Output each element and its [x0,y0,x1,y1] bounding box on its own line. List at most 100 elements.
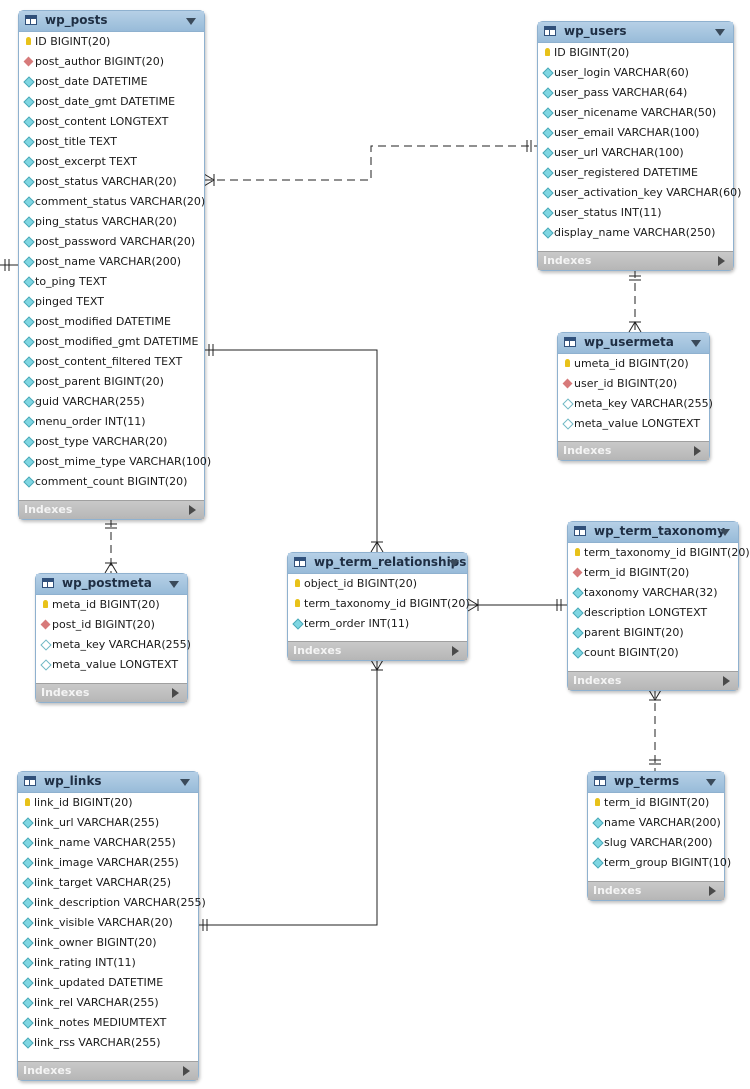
column-row[interactable]: link_notes MEDIUMTEXT [18,1013,198,1033]
column-row[interactable]: ping_status VARCHAR(20) [19,212,204,232]
collapse-arrow-icon[interactable] [691,340,701,347]
column-row[interactable]: meta_value LONGTEXT [36,655,187,675]
column-row[interactable]: parent BIGINT(20) [568,623,738,643]
table-header[interactable]: wp_terms [588,772,724,793]
column-row[interactable]: link_updated DATETIME [18,973,198,993]
column-row[interactable]: term_group BIGINT(10) [588,853,731,873]
column-row[interactable]: taxonomy VARCHAR(32) [568,583,738,603]
expand-arrow-icon[interactable] [172,688,179,698]
indexes-section[interactable]: Indexes [18,1061,198,1080]
column-row[interactable]: pinged TEXT [19,292,204,312]
column-row[interactable]: link_visible VARCHAR(20) [18,913,198,933]
column-row[interactable]: slug VARCHAR(200) [588,833,724,853]
table-header[interactable]: wp_term_relationships [288,553,467,574]
column-row[interactable]: post_type VARCHAR(20) [19,432,204,452]
column-row[interactable]: term_id BIGINT(20) [588,793,724,813]
column-row[interactable]: user_pass VARCHAR(64) [538,83,733,103]
expand-arrow-icon[interactable] [709,886,716,896]
table-header[interactable]: wp_usermeta [558,333,709,354]
expand-arrow-icon[interactable] [723,676,730,686]
expand-arrow-icon[interactable] [694,446,701,456]
collapse-arrow-icon[interactable] [186,18,196,25]
indexes-section[interactable]: Indexes [558,441,709,460]
column-row[interactable]: user_registered DATETIME [538,163,733,183]
column-row[interactable]: term_taxonomy_id BIGINT(20) [568,543,750,563]
column-row[interactable]: user_login VARCHAR(60) [538,63,733,83]
column-row[interactable]: post_modified DATETIME [19,312,204,332]
indexes-section[interactable]: Indexes [588,881,724,900]
table-wp-posts[interactable]: wp_posts ID BIGINT(20)post_author BIGINT… [18,10,211,520]
column-row[interactable]: term_taxonomy_id BIGINT(20) [288,594,470,614]
column-row[interactable]: ID BIGINT(20) [538,43,733,63]
expand-arrow-icon[interactable] [189,505,196,515]
indexes-section[interactable]: Indexes [568,671,738,690]
column-row[interactable]: umeta_id BIGINT(20) [558,354,709,374]
expand-arrow-icon[interactable] [718,256,725,266]
column-row[interactable]: post_mime_type VARCHAR(100) [19,452,211,472]
table-wp-term-taxonomy[interactable]: wp_term_taxonomy term_taxonomy_id BIGINT… [567,521,750,691]
column-row[interactable]: user_activation_key VARCHAR(60) [538,183,741,203]
column-row[interactable]: user_email VARCHAR(100) [538,123,733,143]
column-row[interactable]: post_id BIGINT(20) [36,615,187,635]
column-row[interactable]: link_rel VARCHAR(255) [18,993,198,1013]
column-row[interactable]: link_rss VARCHAR(255) [18,1033,198,1053]
indexes-section[interactable]: Indexes [288,641,467,660]
column-row[interactable]: link_image VARCHAR(255) [18,853,198,873]
column-row[interactable]: post_date_gmt DATETIME [19,92,204,112]
column-row[interactable]: link_name VARCHAR(255) [18,833,198,853]
table-wp-links[interactable]: wp_links link_id BIGINT(20)link_url VARC… [17,771,206,1081]
collapse-arrow-icon[interactable] [715,29,725,36]
column-row[interactable]: link_owner BIGINT(20) [18,933,198,953]
expand-arrow-icon[interactable] [452,646,459,656]
column-row[interactable]: comment_status VARCHAR(20) [19,192,205,212]
table-header[interactable]: wp_term_taxonomy [568,522,738,543]
table-header[interactable]: wp_links [18,772,198,793]
column-row[interactable]: meta_key VARCHAR(255) [36,635,191,655]
indexes-section[interactable]: Indexes [19,500,204,519]
column-row[interactable]: post_author BIGINT(20) [19,52,204,72]
column-row[interactable]: to_ping TEXT [19,272,204,292]
table-wp-term-relationships[interactable]: wp_term_relationships object_id BIGINT(2… [287,552,470,661]
column-row[interactable]: name VARCHAR(200) [588,813,724,833]
table-header[interactable]: wp_posts [19,11,204,32]
column-row[interactable]: link_rating INT(11) [18,953,198,973]
column-row[interactable]: meta_id BIGINT(20) [36,595,187,615]
column-row[interactable]: post_status VARCHAR(20) [19,172,204,192]
collapse-arrow-icon[interactable] [169,581,179,588]
column-row[interactable]: guid VARCHAR(255) [19,392,204,412]
column-row[interactable]: user_url VARCHAR(100) [538,143,733,163]
column-row[interactable]: post_title TEXT [19,132,204,152]
column-row[interactable]: term_order INT(11) [288,614,467,634]
table-wp-users[interactable]: wp_users ID BIGINT(20)user_login VARCHAR… [537,21,741,271]
table-wp-usermeta[interactable]: wp_usermeta umeta_id BIGINT(20)user_id B… [557,332,713,461]
column-row[interactable]: ID BIGINT(20) [19,32,204,52]
collapse-arrow-icon[interactable] [706,779,716,786]
column-row[interactable]: term_id BIGINT(20) [568,563,738,583]
column-row[interactable]: post_modified_gmt DATETIME [19,332,204,352]
column-row[interactable]: user_id BIGINT(20) [558,374,709,394]
column-row[interactable]: link_url VARCHAR(255) [18,813,198,833]
column-row[interactable]: post_parent BIGINT(20) [19,372,204,392]
column-row[interactable]: count BIGINT(20) [568,643,738,663]
table-header[interactable]: wp_users [538,22,733,43]
column-row[interactable]: user_status INT(11) [538,203,733,223]
table-wp-postmeta[interactable]: wp_postmeta meta_id BIGINT(20)post_id BI… [35,573,191,703]
column-row[interactable]: menu_order INT(11) [19,412,204,432]
column-row[interactable]: comment_count BIGINT(20) [19,472,204,492]
column-row[interactable]: object_id BIGINT(20) [288,574,467,594]
table-wp-terms[interactable]: wp_terms term_id BIGINT(20)name VARCHAR(… [587,771,731,901]
column-row[interactable]: post_content LONGTEXT [19,112,204,132]
column-row[interactable]: link_target VARCHAR(25) [18,873,198,893]
indexes-section[interactable]: Indexes [538,251,733,270]
column-row[interactable]: link_description VARCHAR(255) [18,893,206,913]
table-header[interactable]: wp_postmeta [36,574,187,595]
column-row[interactable]: post_name VARCHAR(200) [19,252,204,272]
column-row[interactable]: meta_key VARCHAR(255) [558,394,713,414]
indexes-section[interactable]: Indexes [36,683,187,702]
column-row[interactable]: post_excerpt TEXT [19,152,204,172]
column-row[interactable]: post_content_filtered TEXT [19,352,204,372]
column-row[interactable]: description LONGTEXT [568,603,738,623]
collapse-arrow-icon[interactable] [720,529,730,536]
column-row[interactable]: user_nicename VARCHAR(50) [538,103,733,123]
column-row[interactable]: link_id BIGINT(20) [18,793,198,813]
